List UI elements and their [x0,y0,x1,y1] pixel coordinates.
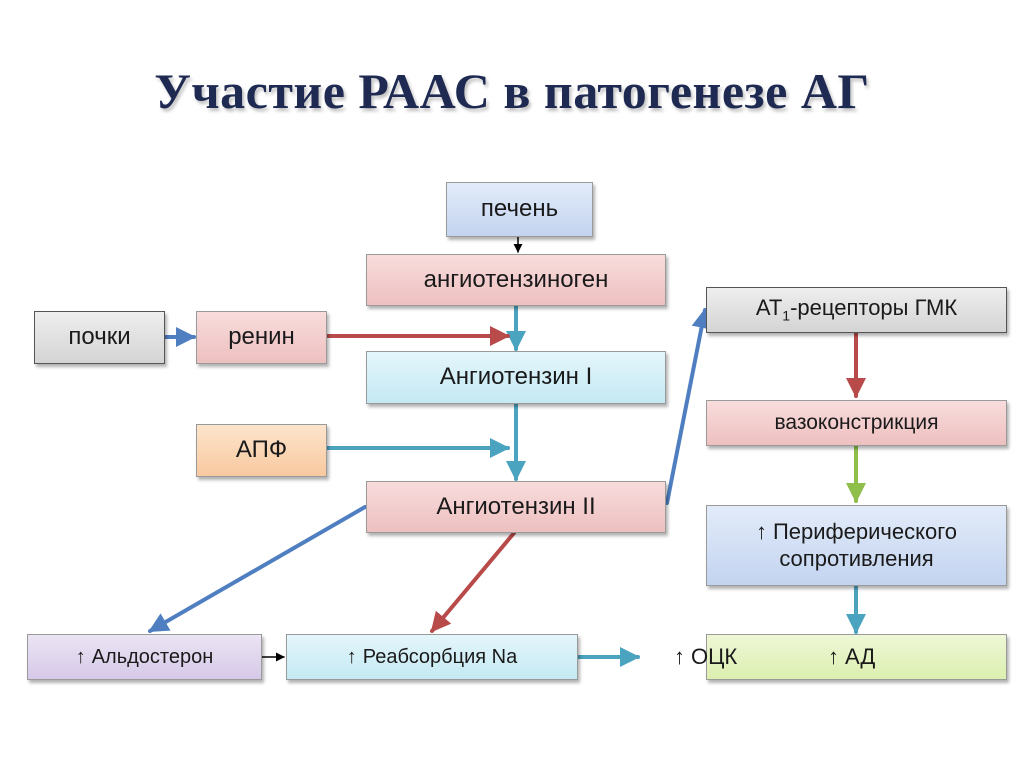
node-liver: печень [446,182,593,237]
node-peripheral-resistance: ↑Периферического сопротивления [706,505,1007,586]
node-bcv: ↑ОЦК [674,644,737,670]
aldosterone-text: Альдостерон [91,646,214,668]
node-angiotensinogen: ангиотензиноген [366,254,666,306]
up-arrow-icon: ↑ [346,646,357,668]
node-bp: ↑АД [828,644,875,670]
node-kidneys: почки [34,311,165,364]
node-vasoconstriction: вазоконстрикция [706,400,1007,446]
bcv-text: ОЦК [691,644,738,669]
arrow-angiotensin2-to-aldosterone [148,505,367,633]
peripheral-line-1: ↑Периферического [756,519,957,545]
up-arrow-icon: ↑ [755,519,767,545]
arrow-angiotensin2-to-at1 [665,308,712,505]
node-at1-receptors: АТ1-рецепторы ГМК [706,287,1007,333]
page-title: Участие РААС в патогенезе АГ [154,63,870,119]
node-at1-label: АТ1-рецепторы ГМК [756,295,957,324]
node-ace: АПФ [196,424,327,477]
node-liver-label: печень [480,195,559,223]
node-vasoconstriction-label: вазоконстрикция [774,411,939,435]
node-na-label: ↑Реабсорбция Na [347,645,517,669]
node-bcv-bp-box [706,634,1007,680]
node-angiotensin-1-label: Ангиотензин I [439,363,593,391]
peripheral-line-1-text: Периферического [772,519,957,545]
node-renin: ренин [196,311,327,364]
na-text: Реабсорбция Na [362,646,518,668]
at1-prefix: АТ [755,295,783,321]
node-ace-label: АПФ [235,436,288,464]
node-renin-label: ренин [228,323,295,351]
node-aldosterone: ↑Альдостерон [27,634,262,680]
at1-subscript: 1 [782,307,791,324]
node-angiotensin-2-label: Ангиотензин II [436,492,596,520]
up-arrow-icon: ↑ [828,644,839,669]
arrow-angiotensin2-to-na [430,531,516,633]
node-aldosterone-label: ↑Альдостерон [76,645,214,669]
up-arrow-icon: ↑ [674,644,685,669]
node-kidneys-label: почки [68,323,131,351]
peripheral-line-2: сопротивления [779,545,934,571]
bp-text: АД [845,644,876,669]
up-arrow-icon: ↑ [75,646,86,668]
node-angiotensinogen-label: ангиотензиноген [423,265,609,293]
node-angiotensin-1: Ангиотензин I [366,351,666,404]
at1-suffix: -рецепторы ГМК [790,295,958,321]
node-angiotensin-2: Ангиотензин II [366,481,666,533]
node-na-reabsorption: ↑Реабсорбция Na [286,634,578,680]
